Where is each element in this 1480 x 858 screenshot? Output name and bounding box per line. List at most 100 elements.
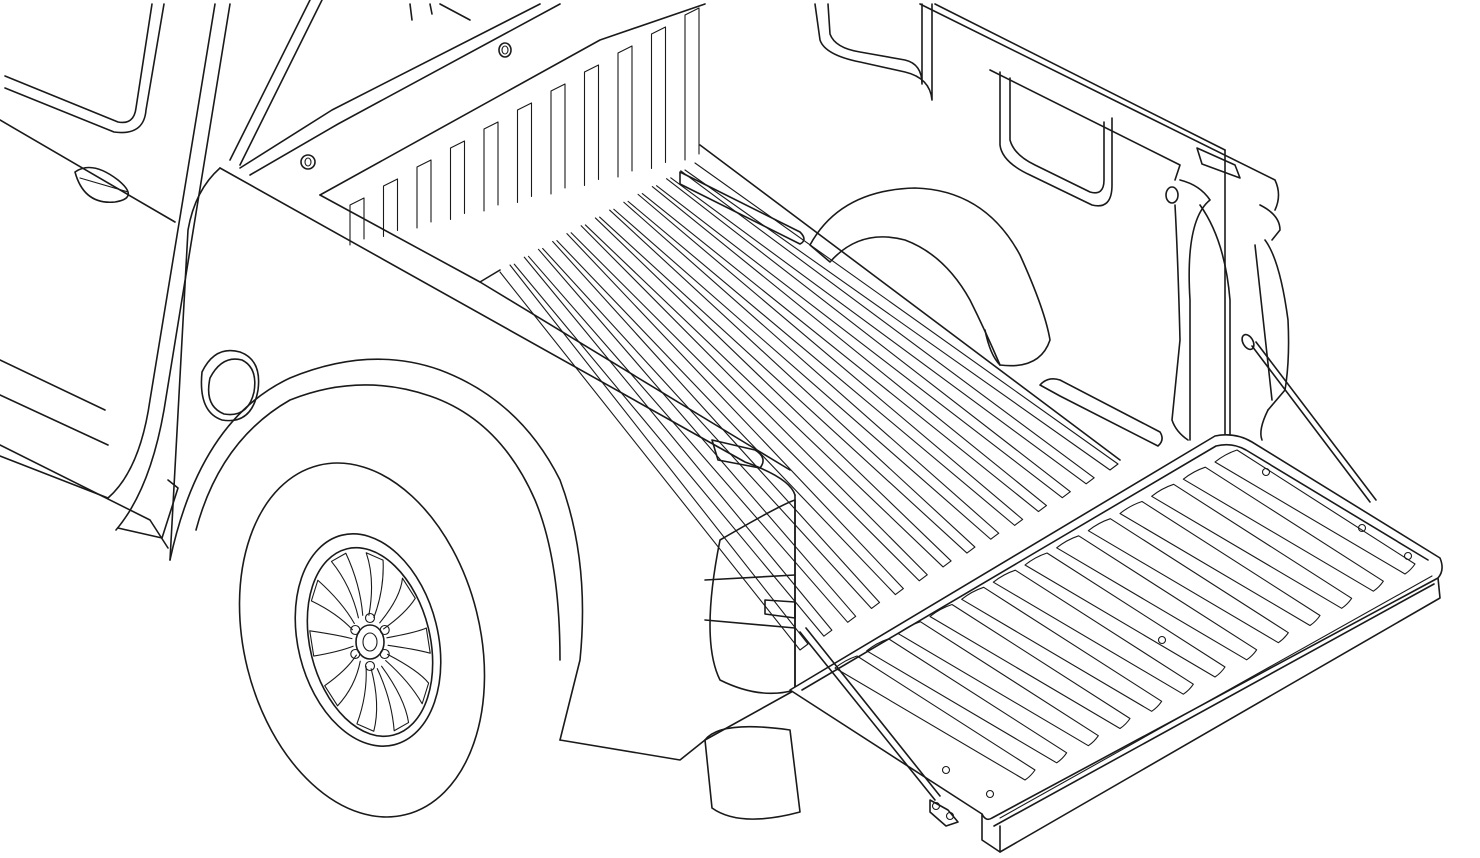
tailgate-rib (1182, 466, 1384, 592)
lug-nut (364, 660, 376, 672)
spoke (356, 665, 378, 732)
wall-rib (684, 7, 700, 161)
floor-rib (655, 178, 1071, 499)
spoke (324, 654, 361, 707)
floor-rib (613, 201, 1000, 540)
bolt (985, 789, 995, 799)
lug-nut (379, 648, 390, 660)
wall-rib (483, 121, 499, 212)
tailgate-rib (992, 569, 1194, 695)
hub-cap (362, 632, 378, 652)
cab-rear-window (4, 3, 153, 124)
floor-rib (627, 193, 1024, 526)
bolt (1403, 551, 1413, 561)
floor-rib (513, 256, 833, 637)
bed-floor (479, 144, 1121, 651)
tailgate-rib (866, 638, 1068, 764)
lug-nut (350, 624, 361, 636)
support-cable-right (1251, 345, 1371, 503)
rim (306, 546, 434, 738)
tailgate-bolts (941, 467, 1413, 799)
wall-rib (650, 26, 667, 170)
rear-bumper (704, 725, 801, 820)
rear-wheel (238, 462, 486, 818)
bolt (941, 765, 951, 775)
floor-rib (499, 264, 809, 651)
cab-body-line (0, 119, 176, 223)
cable-eyelet (1241, 333, 1255, 351)
wall-rib (583, 64, 600, 187)
floor-rib (670, 170, 1095, 485)
far-stake-pocket (1196, 147, 1241, 179)
wall-rib (516, 102, 533, 204)
bolt (1157, 635, 1167, 645)
bed-front-wall (239, 3, 706, 283)
spoke (376, 665, 410, 732)
lug-nuts (350, 612, 390, 672)
spoke (379, 577, 416, 630)
tailgate-rib (897, 621, 1099, 747)
tie-down-left (300, 154, 316, 170)
fender-arch (169, 358, 584, 741)
wall-rib (617, 45, 633, 178)
stake-pocket (711, 439, 764, 469)
tailgate-rib (929, 603, 1131, 730)
spoke (365, 552, 384, 619)
floor-rib (641, 185, 1048, 513)
tailgate-ribs (834, 449, 1416, 781)
tail-light (709, 499, 796, 695)
spoke (309, 630, 354, 657)
fuel-door (200, 349, 260, 422)
lug-nut (350, 648, 361, 660)
tailgate-rib (1151, 483, 1353, 609)
tailgate-rib (1056, 535, 1258, 661)
far-bed-side (679, 3, 1290, 447)
front-wall-ribs (349, 7, 700, 246)
tailgate-rib (1119, 500, 1321, 627)
floor-rib (599, 209, 976, 554)
tailgate-rib (1214, 449, 1416, 575)
tire (238, 462, 486, 818)
tie-down-center (498, 42, 512, 58)
wall-rib (349, 197, 365, 246)
hub (355, 624, 385, 660)
cab-door-handle (74, 166, 130, 203)
tailgate-panel (789, 434, 1443, 821)
bolt (1261, 467, 1271, 477)
lug-nut (379, 624, 390, 636)
floor-bump-rear (1039, 378, 1163, 447)
spoke (310, 579, 355, 631)
tailgate-rib (961, 586, 1163, 712)
floor-rib (570, 225, 928, 582)
spoke (330, 552, 364, 619)
support-cable-left (799, 631, 936, 801)
tailgate-cables (799, 333, 1377, 801)
wall-rib (416, 159, 432, 229)
lug-nut (364, 612, 376, 624)
floor-rib (527, 248, 857, 623)
floor-bump-front (679, 171, 805, 245)
bed-side-panel (169, 167, 221, 561)
tailgate-rib (1024, 552, 1226, 678)
bed-rail-top (219, 167, 796, 496)
floor-ribs (499, 162, 1119, 651)
tie-down-right (1165, 186, 1179, 204)
wheel-spokes (309, 552, 431, 732)
spoke (385, 653, 430, 705)
wall-rib (449, 140, 466, 221)
floor-rib (584, 217, 952, 568)
floor-rib (556, 233, 904, 596)
wall-rib (550, 83, 566, 195)
tailgate-latch (929, 799, 959, 827)
cab (0, 3, 231, 549)
tailgate-rib (1087, 518, 1289, 644)
tailgate-rib (834, 655, 1036, 781)
wheel-well-hump (809, 187, 1051, 367)
floor-rib (684, 162, 1119, 471)
floor-rib (542, 240, 881, 610)
spoke (386, 627, 431, 654)
tailgate (789, 434, 1443, 853)
bolt (1357, 523, 1367, 533)
